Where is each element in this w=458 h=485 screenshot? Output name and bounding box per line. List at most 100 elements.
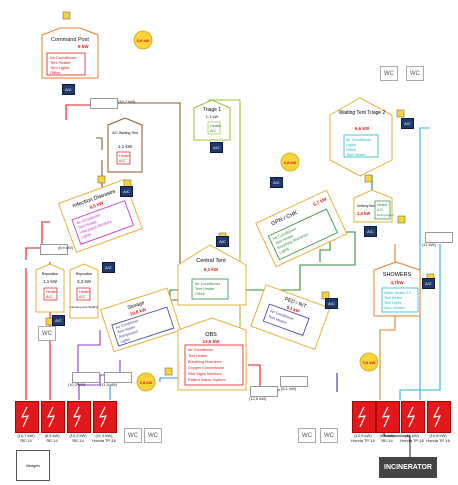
tent-item: Tent Heater	[268, 315, 289, 326]
tent-note: Cleaning and Staffing	[70, 305, 99, 309]
subpanel	[40, 244, 68, 255]
tent-kw: 10,8 kW	[129, 307, 147, 317]
generator-model: Honda TP-16	[92, 438, 116, 443]
generator-model: RE-14	[381, 438, 393, 443]
subpanel-label: (10,7 kW)	[118, 99, 136, 104]
tent-triage1: Triage 1 1,1 kW Heater A/C	[193, 99, 231, 141]
ac-unit: A/C	[210, 142, 223, 153]
plug-icon	[62, 11, 71, 20]
tent-item: Lights	[120, 337, 131, 344]
wire-purple3	[78, 384, 100, 400]
generator-kw: (6,2 kW)	[379, 433, 395, 438]
plug-icon	[396, 109, 405, 118]
tent-title: Reposition	[42, 272, 59, 276]
subpanel-label: (11,9 kW)	[100, 382, 118, 387]
tent-kw: 8,5 kW	[89, 200, 105, 210]
svg-text:0,8 kW: 0,8 kW	[137, 38, 150, 43]
legend-box: Margen	[16, 450, 50, 481]
subpanel	[250, 386, 278, 397]
tent-delivery: Delivery Box 1,4 kW Heater A/C Refrigera…	[353, 189, 394, 223]
tent-item: Tent Heater	[346, 153, 366, 157]
tent-item: A/C	[210, 129, 217, 133]
wc-box: WC	[38, 326, 56, 341]
tent-kw: 6,1 kW	[286, 304, 300, 313]
generator-kw: (11 kW)	[405, 433, 419, 438]
plug-icon	[364, 174, 373, 183]
tent-obs: OBS 12,5 kW Air Conditioner Tent Heater …	[177, 317, 247, 391]
generator-model: Honda TP-16	[426, 438, 450, 443]
generator	[352, 401, 376, 433]
tent-showers: SHOWERS 4,7kW Water Heater 3.3 Tent Heat…	[373, 261, 421, 317]
tent-item: Lights	[346, 143, 356, 147]
tent-waiting: Waiting Tent Triage 2 6,6 kW Air Conditi…	[329, 97, 393, 177]
tent-storage: Storage 10,8 kW Air Conditioner Tent Hea…	[99, 287, 182, 353]
tent-kw: 1,4 kW	[357, 211, 370, 216]
ac-unit: A/C	[102, 262, 115, 273]
tent-title: A/C Waiting Tent	[112, 131, 138, 135]
wire-purple	[77, 330, 101, 385]
generator-kw: (10,2 kW)	[69, 433, 87, 438]
tent-item: Tent Heater	[195, 287, 215, 291]
ac-unit: A/C	[364, 226, 377, 237]
tent-kw: 6,6 kW	[355, 126, 370, 131]
tent-item: Air Conditioner	[115, 318, 140, 329]
incinerator: INCINERATOR	[379, 457, 437, 478]
tent-kw: 12,5 kW	[203, 339, 221, 344]
tent-kw: 3,3 kW	[77, 279, 92, 284]
tent-item: Lights	[279, 247, 290, 255]
tent-central: Central Tent 9,1 kW Air Conditioner Tent…	[177, 244, 247, 306]
tent-item: Air Conditioner	[50, 55, 77, 60]
ac-unit: A/C	[216, 236, 229, 247]
plug-icon	[97, 175, 106, 184]
tent-item: Heater	[46, 290, 58, 294]
yellow-node: 0,8 kW	[133, 30, 153, 50]
subpanel	[425, 232, 453, 243]
subpanel	[72, 372, 100, 383]
tent-kw: 1,1 kW	[206, 114, 219, 119]
subpanel-label: (10,2 kW)	[68, 382, 86, 387]
tent-infection: Infection Diseases 8,5 kW Air Conditione…	[57, 178, 143, 253]
ac-unit: A/C	[120, 186, 133, 197]
subpanel	[90, 98, 118, 109]
tent-item: Breathing Machines	[188, 360, 222, 364]
tent-item: Heater	[119, 154, 131, 158]
tent-item: A/C	[377, 208, 383, 212]
tent-kw: 1,1 kW	[118, 144, 133, 149]
tent-ac-waiting: A/C Waiting Tent 1,1 kW Heater A/C	[107, 117, 143, 173]
tent-item: Tent Heater	[117, 325, 137, 335]
tent-item: A/C	[119, 159, 126, 163]
wire-command-post	[65, 104, 96, 120]
subpanel-label: (12,5 kW)	[249, 396, 267, 401]
wc-box: WC	[406, 66, 424, 81]
tent-item: Office	[195, 292, 205, 296]
wire-ac-waiting	[96, 137, 103, 150]
tent-item: Office	[346, 148, 356, 152]
plug-icon	[397, 215, 406, 224]
generator	[41, 401, 65, 433]
tent-item: Water Heater 3.3	[384, 291, 411, 295]
tent-title: SHOWERS	[383, 272, 412, 278]
tent-item: A/C	[79, 295, 86, 299]
tent-command-post: Command Post 8 kW Air Conditioner Tent H…	[41, 27, 99, 79]
subpanel-label: (11 kW)	[422, 242, 436, 247]
tent-green: GPR / CHK 6,7 kW Air Conditioner Tent He…	[255, 189, 348, 268]
wc-box: WC	[144, 428, 162, 443]
generator	[67, 401, 91, 433]
ac-unit: A/C	[401, 118, 414, 129]
subpanel-label: (6,1 kW)	[281, 386, 297, 391]
ac-unit: A/C	[62, 84, 75, 95]
tent-item: Air Conditioner	[195, 282, 221, 286]
ac-unit: A/C	[325, 298, 338, 309]
tent-item: Vital Signs Monitors	[188, 372, 222, 376]
tent-ped: PED / INT 6,1 kW Air Conditioner Tent He…	[250, 284, 331, 351]
wc-box: WC	[320, 428, 338, 443]
ac-unit: A/C	[270, 177, 283, 188]
tent-kw: 6,7 kW	[312, 196, 328, 207]
tent-item: Patient Warm. System	[188, 378, 226, 382]
subpanel-label: (8,9 kW)	[58, 245, 74, 250]
tent-kw: 8 kW	[78, 44, 89, 49]
tent-title: Waiting Tent Triage 2	[339, 110, 386, 116]
tent-item: Refrigerated	[377, 213, 394, 217]
wc-box: WC	[380, 66, 398, 81]
